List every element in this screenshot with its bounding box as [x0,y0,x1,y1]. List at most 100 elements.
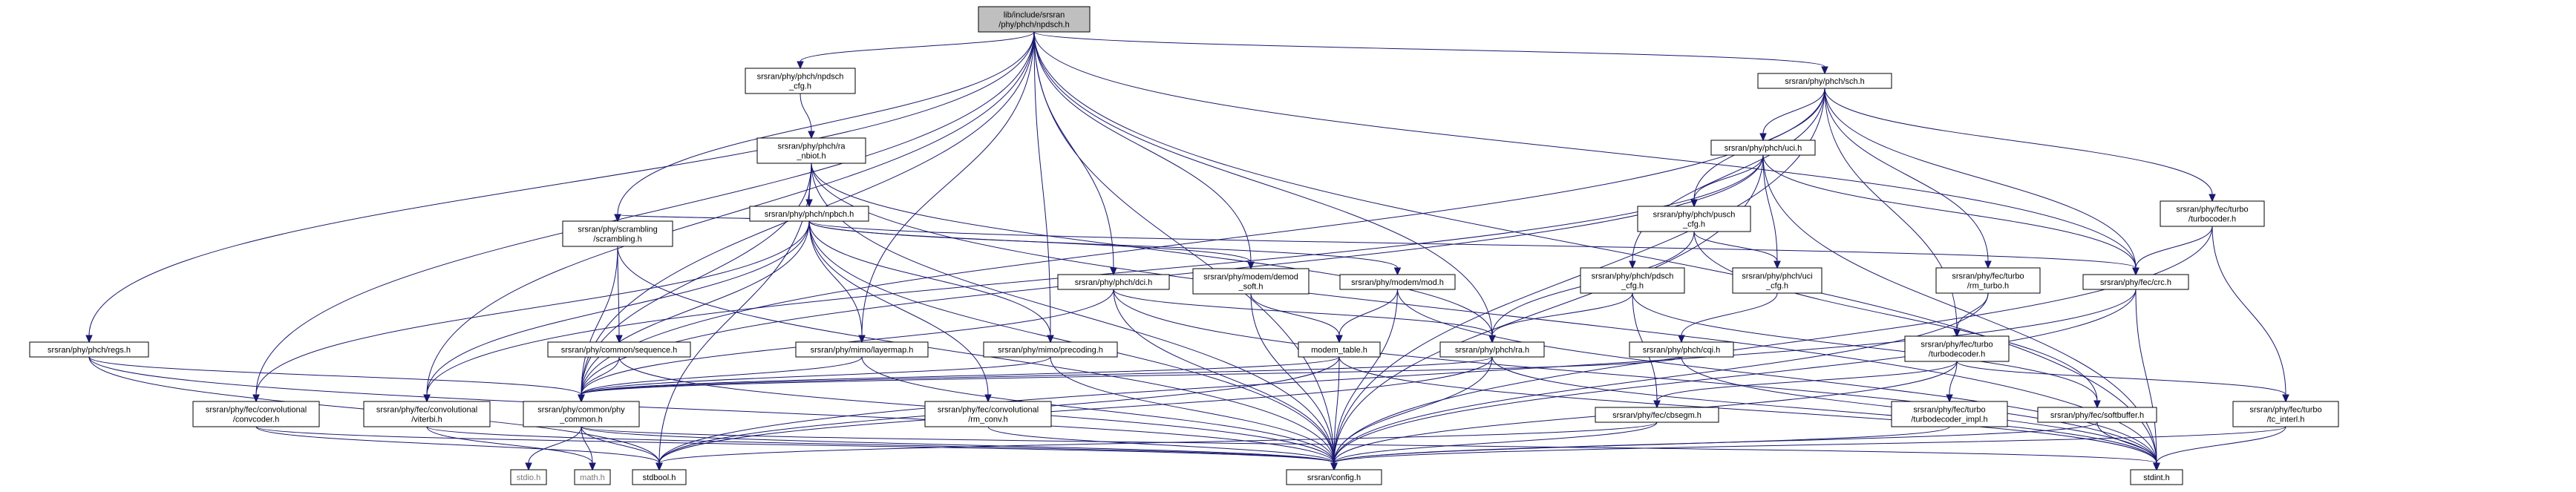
node-precoding[interactable]: srsran/phy/mimo/precoding.h [983,341,1118,358]
node-phy_common[interactable]: srsran/phy/common/phy_common.h [523,401,640,427]
edge-npbch-to-demod_soft [808,220,1255,270]
edge-root-to-npdsch_cfg [797,31,1035,70]
node-config[interactable]: srsran/config.h [1286,469,1382,485]
node-dci[interactable]: srsran/phy/phch/dci.h [1057,274,1170,290]
edge-sch-to-uci [1759,88,1825,142]
edge-pusch_cfg-to-uci_cfg [1693,231,1781,269]
node-label-line: srsran/phy/phch/dci.h [1075,278,1153,287]
node-ra_nbiot[interactable]: srsran/phy/phch/ra_nbiot.h [756,137,866,164]
node-stdbool[interactable]: stdbool.h [632,469,687,485]
dependency-nodes: lib/include/srsran/phy/phch/npdsch.h srsr… [29,6,2339,485]
edge-turbocoder-to-tc_interl [2211,226,2289,403]
edge-ra_nbiot-to-config [811,163,1338,471]
node-modem_table[interactable]: modem_table.h [1298,341,1381,358]
edge-sch-to-turbodecoder [1824,88,1961,338]
node-label-line: /rm_conv.h [968,416,1008,424]
node-softbuffer[interactable]: srsran/phy/fec/softbuffer.h [2037,407,2157,423]
node-label-line: /tc_interl.h [2267,416,2305,424]
node-label-line: /scrambling.h [593,235,641,244]
node-label-line: /phy/phch/npdsch.h [998,21,1069,30]
node-pdsch_cfg[interactable]: srsran/phy/phch/pdsch_cfg.h [1580,267,1685,294]
edge-turbodecoder-to-tc_interl [1956,361,2289,403]
edge-uci_cfg-to-cqi [1678,292,1778,344]
node-label-line: lib/include/srsran [1004,11,1065,20]
node-sequence[interactable]: srsran/phy/common/sequence.h [547,341,691,358]
node-turbocoder[interactable]: srsran/phy/fec/turbo/turbocoder.h [2160,200,2265,227]
node-label-line: stdint.h [2143,473,2169,482]
node-label-line: /convcoder.h [233,416,279,424]
edge-root-to-layermap [858,31,1035,344]
node-label-line: srsran/config.h [1307,473,1361,482]
node-demod_soft[interactable]: srsran/phy/modem/demod_soft.h [1192,268,1310,295]
edge-turbodecoder-to-cbsegm [1653,361,1958,409]
node-td_impl[interactable]: srsran/phy/fec/turbo/turbodecoder_impl.h [1891,401,2008,427]
node-math: math.h [574,469,611,485]
node-cqi[interactable]: srsran/phy/phch/cqi.h [1629,341,1734,358]
edge-crc-to-config [1330,289,2137,471]
node-label-line: srsran/phy/phch/npbch.h [765,210,854,219]
node-label-line: _common.h [559,416,602,424]
edge-turbodecoder-to-td_impl [1946,361,1958,403]
node-ra[interactable]: srsran/phy/phch/ra.h [1439,341,1545,358]
node-viterbi[interactable]: srsran/phy/fec/convolutional/viterbi.h [363,401,491,427]
node-rm_turbo[interactable]: srsran/phy/fec/turbo/rm_turbo.h [1935,267,2041,294]
node-label-line: srsran/phy/phch/npdsch [757,73,844,82]
edge-pdsch_cfg-to-ra [1488,292,1633,344]
node-label-line: srsran/phy/common/sequence.h [561,346,678,355]
node-label-line: srsran/phy/mimo/precoding.h [998,346,1103,355]
node-label-line: srsran/phy/phch/regs.h [48,346,131,355]
edge-root-to-regs [85,31,1035,344]
node-uci_cfg[interactable]: srsran/phy/phch/uci_cfg.h [1732,267,1823,294]
edge-pdsch_cfg-to-softbuffer [1632,292,2101,409]
node-npdsch_cfg[interactable]: srsran/phy/phch/npdsch_cfg.h [745,68,856,94]
edge-regs-to-phy_common [88,356,585,403]
node-uci[interactable]: srsran/phy/phch/uci.h [1710,140,1816,156]
node-mod[interactable]: srsran/phy/modem/mod.h [1339,274,1456,290]
edge-sch-to-turbocoder [1824,88,2216,203]
edge-root-to-sch [1033,31,1828,75]
node-label-line: modem_table.h [1311,346,1367,355]
node-label-line: srsran/phy/phch/pusch [1653,211,1736,220]
edge-viterbi-to-config [426,426,1338,471]
node-label-line: srsran/phy/phch/uci.h [1725,144,1802,153]
edge-sch-to-rm_turbo [1824,88,1992,269]
node-scrambling[interactable]: srsran/phy/scrambling/scrambling.h [562,220,673,247]
node-layermap[interactable]: srsran/phy/mimo/layermap.h [795,341,929,358]
node-crc[interactable]: srsran/phy/fec/crc.h [2082,274,2189,290]
edge-turbocoder-to-crc [2132,226,2213,276]
edge-npbch-to-mod [808,220,1402,276]
edge-root-to-demod_soft [1033,31,1255,270]
node-label-line: srsran/phy/fec/turbo [1952,272,2024,281]
node-sch[interactable]: srsran/phy/phch/sch.h [1757,73,1892,89]
node-rm_conv[interactable]: srsran/phy/fec/convolutional/rm_conv.h [924,401,1052,427]
node-label-line: srsran/phy/phch/sch.h [1785,77,1865,86]
node-pusch_cfg[interactable]: srsran/phy/phch/pusch_cfg.h [1637,206,1751,232]
node-label-line: srsran/phy/mimo/layermap.h [811,346,914,355]
node-cbsegm[interactable]: srsran/phy/fec/cbsegm.h [1595,407,1719,423]
node-turbodecoder[interactable]: srsran/phy/fec/turbo/turbodecoder.h [1904,335,2010,362]
edge-root-to-crc [1033,31,2139,276]
node-label-line: stdbool.h [643,473,676,482]
edge-demod_soft-to-modem_table [1250,293,1343,344]
node-label-line: stdio.h [517,473,540,482]
node-label-line: /turbodecoder_impl.h [1911,416,1987,424]
edge-tc_interl-to-config [1330,426,2286,471]
node-stdint[interactable]: stdint.h [2130,469,2183,485]
edge-npbch-to-layermap [808,220,866,344]
node-label-line: srsran/phy/fec/softbuffer.h [2050,411,2144,420]
node-tc_interl[interactable]: srsran/phy/fec/turbo/tc_interl.h [2232,401,2339,427]
node-npbch[interactable]: srsran/phy/phch/npbch.h [749,206,869,222]
edge-npbch-to-rm_conv [808,220,992,403]
edge-cbsegm-to-stdbool [656,422,1658,471]
node-label-line: srsran/phy/modem/mod.h [1351,278,1444,287]
node-regs[interactable]: srsran/phy/phch/regs.h [29,341,149,358]
edge-layermap-to-phy_common [578,356,863,403]
edge-npbch-to-precoding [808,220,1054,344]
node-root[interactable]: lib/include/srsran/phy/phch/npdsch.h [978,6,1091,33]
node-label-line: _nbiot.h [796,152,826,161]
node-label-line: /turbocoder.h [2188,215,2236,224]
node-label-line: srsran/phy/common/phy [537,406,625,415]
node-convcoder[interactable]: srsran/phy/fec/convolutional/convcoder.h [192,401,320,427]
edge-tc_interl-to-stdint [2153,426,2286,471]
